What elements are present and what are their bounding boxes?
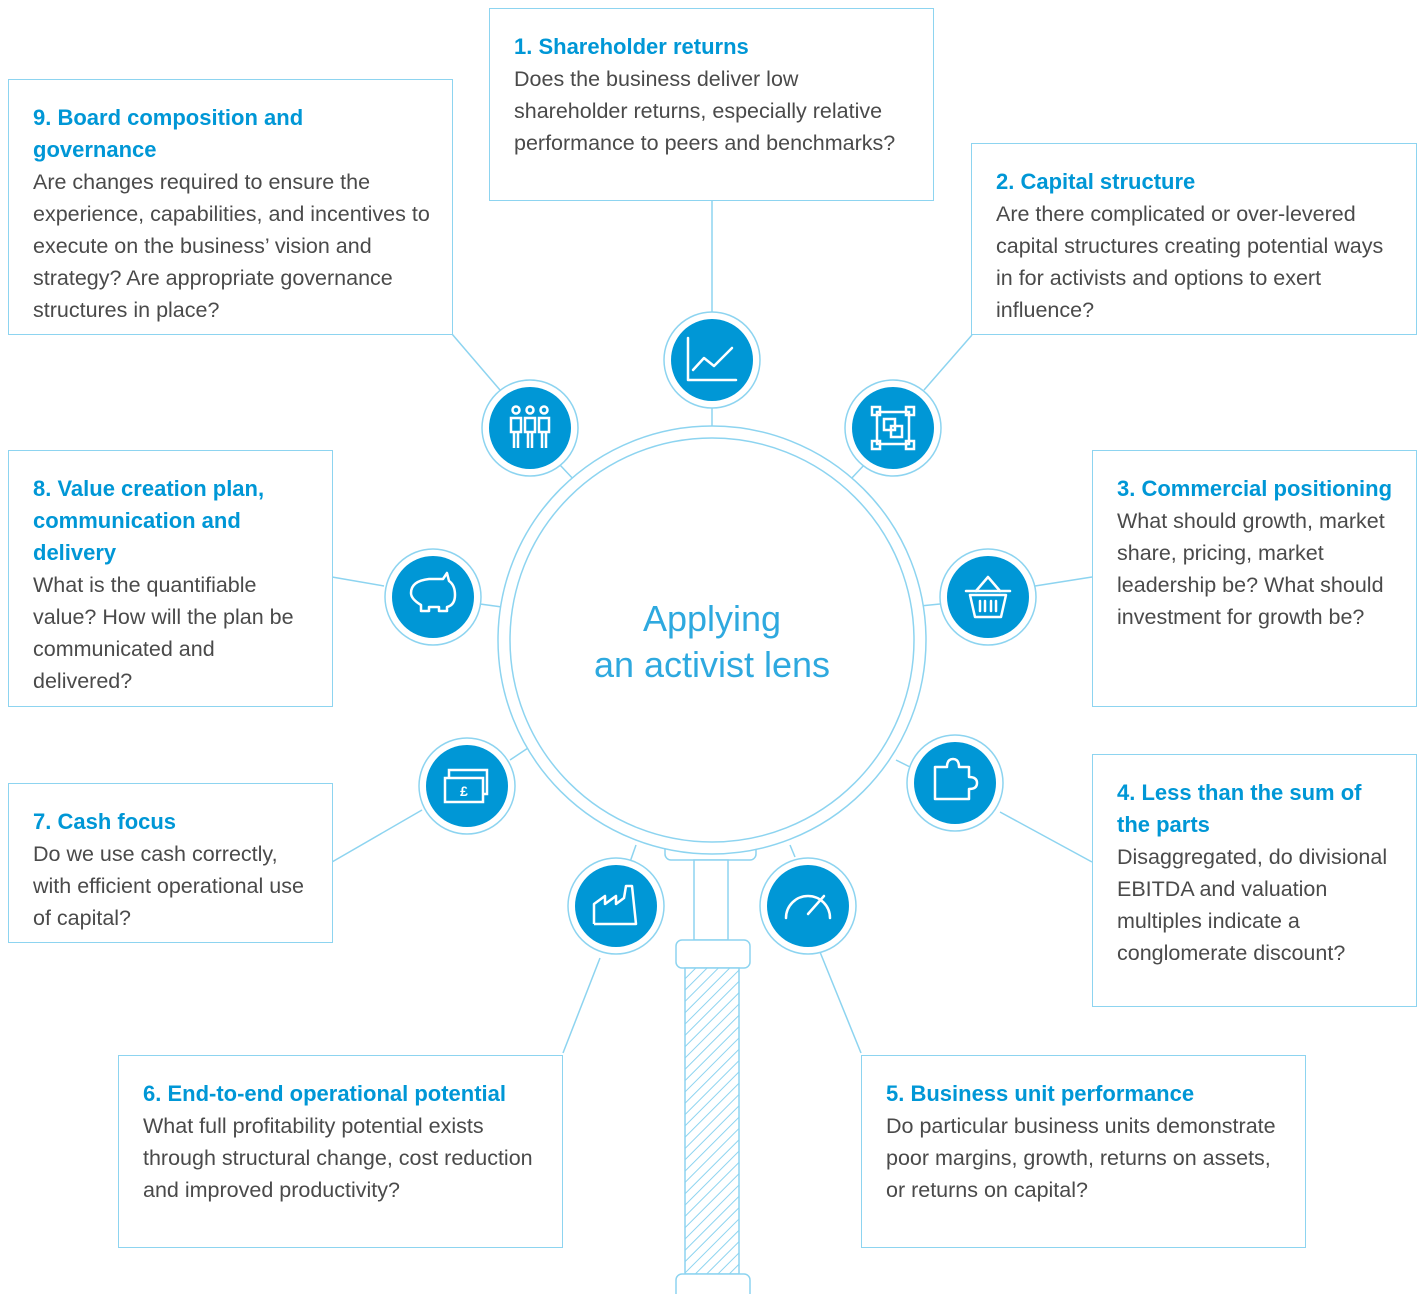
box-board-composition: 9. Board composition and governance Are … xyxy=(8,79,453,335)
box-title: 2. Capital structure xyxy=(996,169,1196,194)
box-capital-structure: 2. Capital structure Are there complicat… xyxy=(971,143,1417,335)
center-title-line-2: an activist lens xyxy=(593,644,831,685)
speedometer-icon xyxy=(759,857,857,955)
box-body: Do particular business units demonstrate… xyxy=(886,1114,1276,1202)
box-body: Do we use cash correctly, with efficient… xyxy=(33,842,304,930)
box-business-unit-performance: 5. Business unit performance Do particul… xyxy=(861,1055,1306,1248)
box-value-creation-plan: 8. Value creation plan, communication an… xyxy=(8,450,333,707)
piggy-bank-icon xyxy=(384,548,482,646)
box-shareholder-returns: 1. Shareholder returns Does the business… xyxy=(489,8,934,201)
shopping-basket-icon xyxy=(939,548,1037,646)
box-body: What full profitability potential exists… xyxy=(143,1114,533,1202)
box-title: 8. Value creation plan, communication an… xyxy=(33,476,265,565)
box-cash-focus: 7. Cash focus Do we use cash correctly, … xyxy=(8,783,333,943)
box-body: What is the quantifiable value? How will… xyxy=(33,573,294,693)
box-title: 6. End-to-end operational potential xyxy=(143,1081,506,1106)
box-title: 7. Cash focus xyxy=(33,809,177,834)
box-title: 9. Board composition and governance xyxy=(33,105,304,162)
magnifier-lens xyxy=(497,425,927,855)
box-body: What should growth, market share, pricin… xyxy=(1117,509,1385,629)
box-title: 4. Less than the sum of the parts xyxy=(1117,780,1362,837)
box-body: Disaggregated, do divisional EBITDA and … xyxy=(1117,845,1388,965)
box-title: 3. Commercial positioning xyxy=(1117,476,1393,501)
box-body: Are changes required to ensure the exper… xyxy=(33,170,430,322)
capital-structure-icon xyxy=(844,379,942,477)
factory-icon xyxy=(567,857,665,955)
puzzle-piece-icon xyxy=(906,734,1004,832)
box-sum-of-parts: 4. Less than the sum of the parts Disagg… xyxy=(1092,754,1417,1007)
banknotes-icon: £ xyxy=(418,737,516,835)
box-body: Are there complicated or over-levered ca… xyxy=(996,202,1384,322)
box-commercial-positioning: 3. Commercial positioning What should gr… xyxy=(1092,450,1417,707)
connector-lines xyxy=(331,200,1093,1054)
people-icon xyxy=(481,379,579,477)
box-title: 1. Shareholder returns xyxy=(514,34,749,59)
center-title-line-1: Applying xyxy=(642,598,782,639)
box-title: 5. Business unit performance xyxy=(886,1081,1195,1106)
magnifier-handle xyxy=(664,831,757,1294)
box-operational-potential: 6. End-to-end operational potential What… xyxy=(118,1055,563,1248)
line-chart-icon xyxy=(663,311,761,409)
box-body: Does the business deliver low shareholde… xyxy=(514,67,896,155)
svg-text:£: £ xyxy=(460,783,468,799)
